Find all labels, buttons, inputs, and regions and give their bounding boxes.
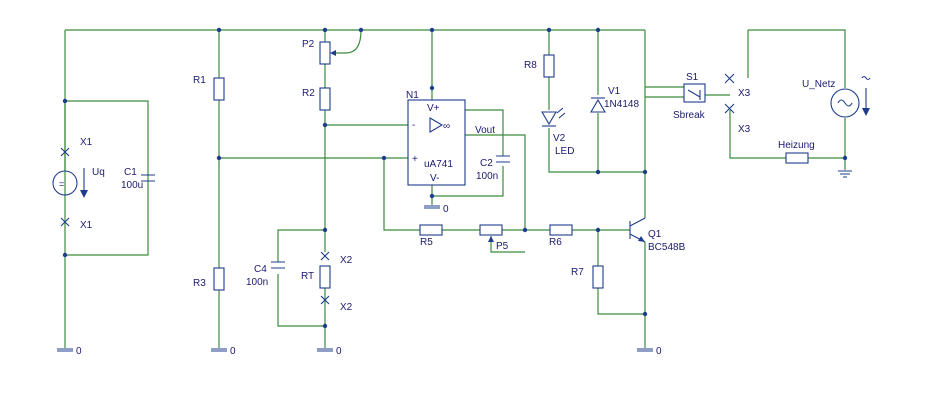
x3-marks <box>724 73 735 114</box>
label-r6: R6 <box>549 237 562 248</box>
opamp-n1 <box>407 99 466 186</box>
label-x2-top: X2 <box>340 255 353 266</box>
label-vout: Vout <box>475 125 495 136</box>
diode-v1 <box>590 97 606 113</box>
label-r2: R2 <box>302 88 315 99</box>
label-minus: - <box>412 120 415 131</box>
source-unetz <box>830 75 871 118</box>
label-x2-bot: X2 <box>340 302 353 313</box>
label-vplus: V+ <box>427 103 440 114</box>
label-r7: R7 <box>571 267 584 278</box>
svg-text:=: = <box>59 179 64 189</box>
capacitor-c4 <box>271 261 285 269</box>
label-x3-top: X3 <box>738 88 751 99</box>
label-vminus: V- <box>430 173 439 184</box>
thermistor-rt <box>319 265 331 289</box>
wires <box>64 29 846 348</box>
label-s1: S1 <box>686 72 699 83</box>
label-r8: R8 <box>524 60 537 71</box>
p5-wiper-arrow <box>488 236 494 242</box>
heater-load <box>785 152 809 164</box>
label-1n4148: 1N4148 <box>604 99 639 110</box>
transistor-q1 <box>629 217 646 243</box>
resistor-r3 <box>213 267 225 291</box>
source-uq: = <box>52 101 88 198</box>
potentiometer-p2 <box>319 41 331 65</box>
x1-marks <box>60 147 70 227</box>
label-plus: + <box>412 154 418 165</box>
switch-s1 <box>683 83 706 103</box>
potentiometer-p5 <box>479 224 503 236</box>
led-v2 <box>541 107 566 127</box>
p2-wiper-arrow <box>330 50 336 56</box>
ground-symbols <box>57 170 852 352</box>
label-rt: RT <box>301 271 314 282</box>
label-gnd-3: 0 <box>336 346 342 357</box>
label-x3-bot: X3 <box>738 124 751 135</box>
label-x1-top: X1 <box>80 137 93 148</box>
label-infinity: ∞ <box>443 121 450 132</box>
label-gnd-5: 0 <box>656 346 662 357</box>
capacitor-c1 <box>141 174 155 182</box>
label-led: LED <box>555 146 574 157</box>
label-c2-value: 100n <box>476 171 498 182</box>
label-v2: V2 <box>553 133 566 144</box>
resistor-r7 <box>592 265 604 289</box>
label-c4-value: 100n <box>246 277 268 288</box>
label-q1: Q1 <box>648 229 662 240</box>
capacitor-c2 <box>496 155 510 163</box>
label-bc548b: BC548B <box>648 242 686 253</box>
label-heizung: Heizung <box>778 140 815 151</box>
label-x1-bot: X1 <box>80 220 93 231</box>
label-p2: P2 <box>302 39 315 50</box>
resistor-r8 <box>543 54 555 78</box>
label-r1: R1 <box>193 75 206 86</box>
label-r5: R5 <box>420 237 433 248</box>
junctions <box>62 27 848 329</box>
resistor-r6 <box>549 224 573 236</box>
label-n1: N1 <box>406 90 419 101</box>
label-c1-value: 100u <box>121 180 143 191</box>
label-sbreak: Sbreak <box>673 110 706 121</box>
resistor-r1 <box>213 77 225 101</box>
label-r3: R3 <box>193 278 206 289</box>
label-gnd-1: 0 <box>76 346 82 357</box>
label-c1: C1 <box>124 167 137 178</box>
label-gnd-4: 0 <box>443 204 449 215</box>
label-v1: V1 <box>608 86 621 97</box>
x2-marks <box>320 251 330 305</box>
label-p5: P5 <box>496 241 509 252</box>
label-gnd-2: 0 <box>230 346 236 357</box>
label-uq: Uq <box>92 167 105 178</box>
label-c4: C4 <box>254 264 267 275</box>
resistor-r5 <box>419 224 443 236</box>
label-unetz: U_Netz <box>802 79 835 90</box>
label-c2: C2 <box>480 158 493 169</box>
label-ua741: uA741 <box>424 159 453 170</box>
resistor-r2 <box>319 87 331 111</box>
labels: X1 X1 Uq C1 100u R1 R3 P2 R2 C4 100n RT … <box>76 39 835 357</box>
